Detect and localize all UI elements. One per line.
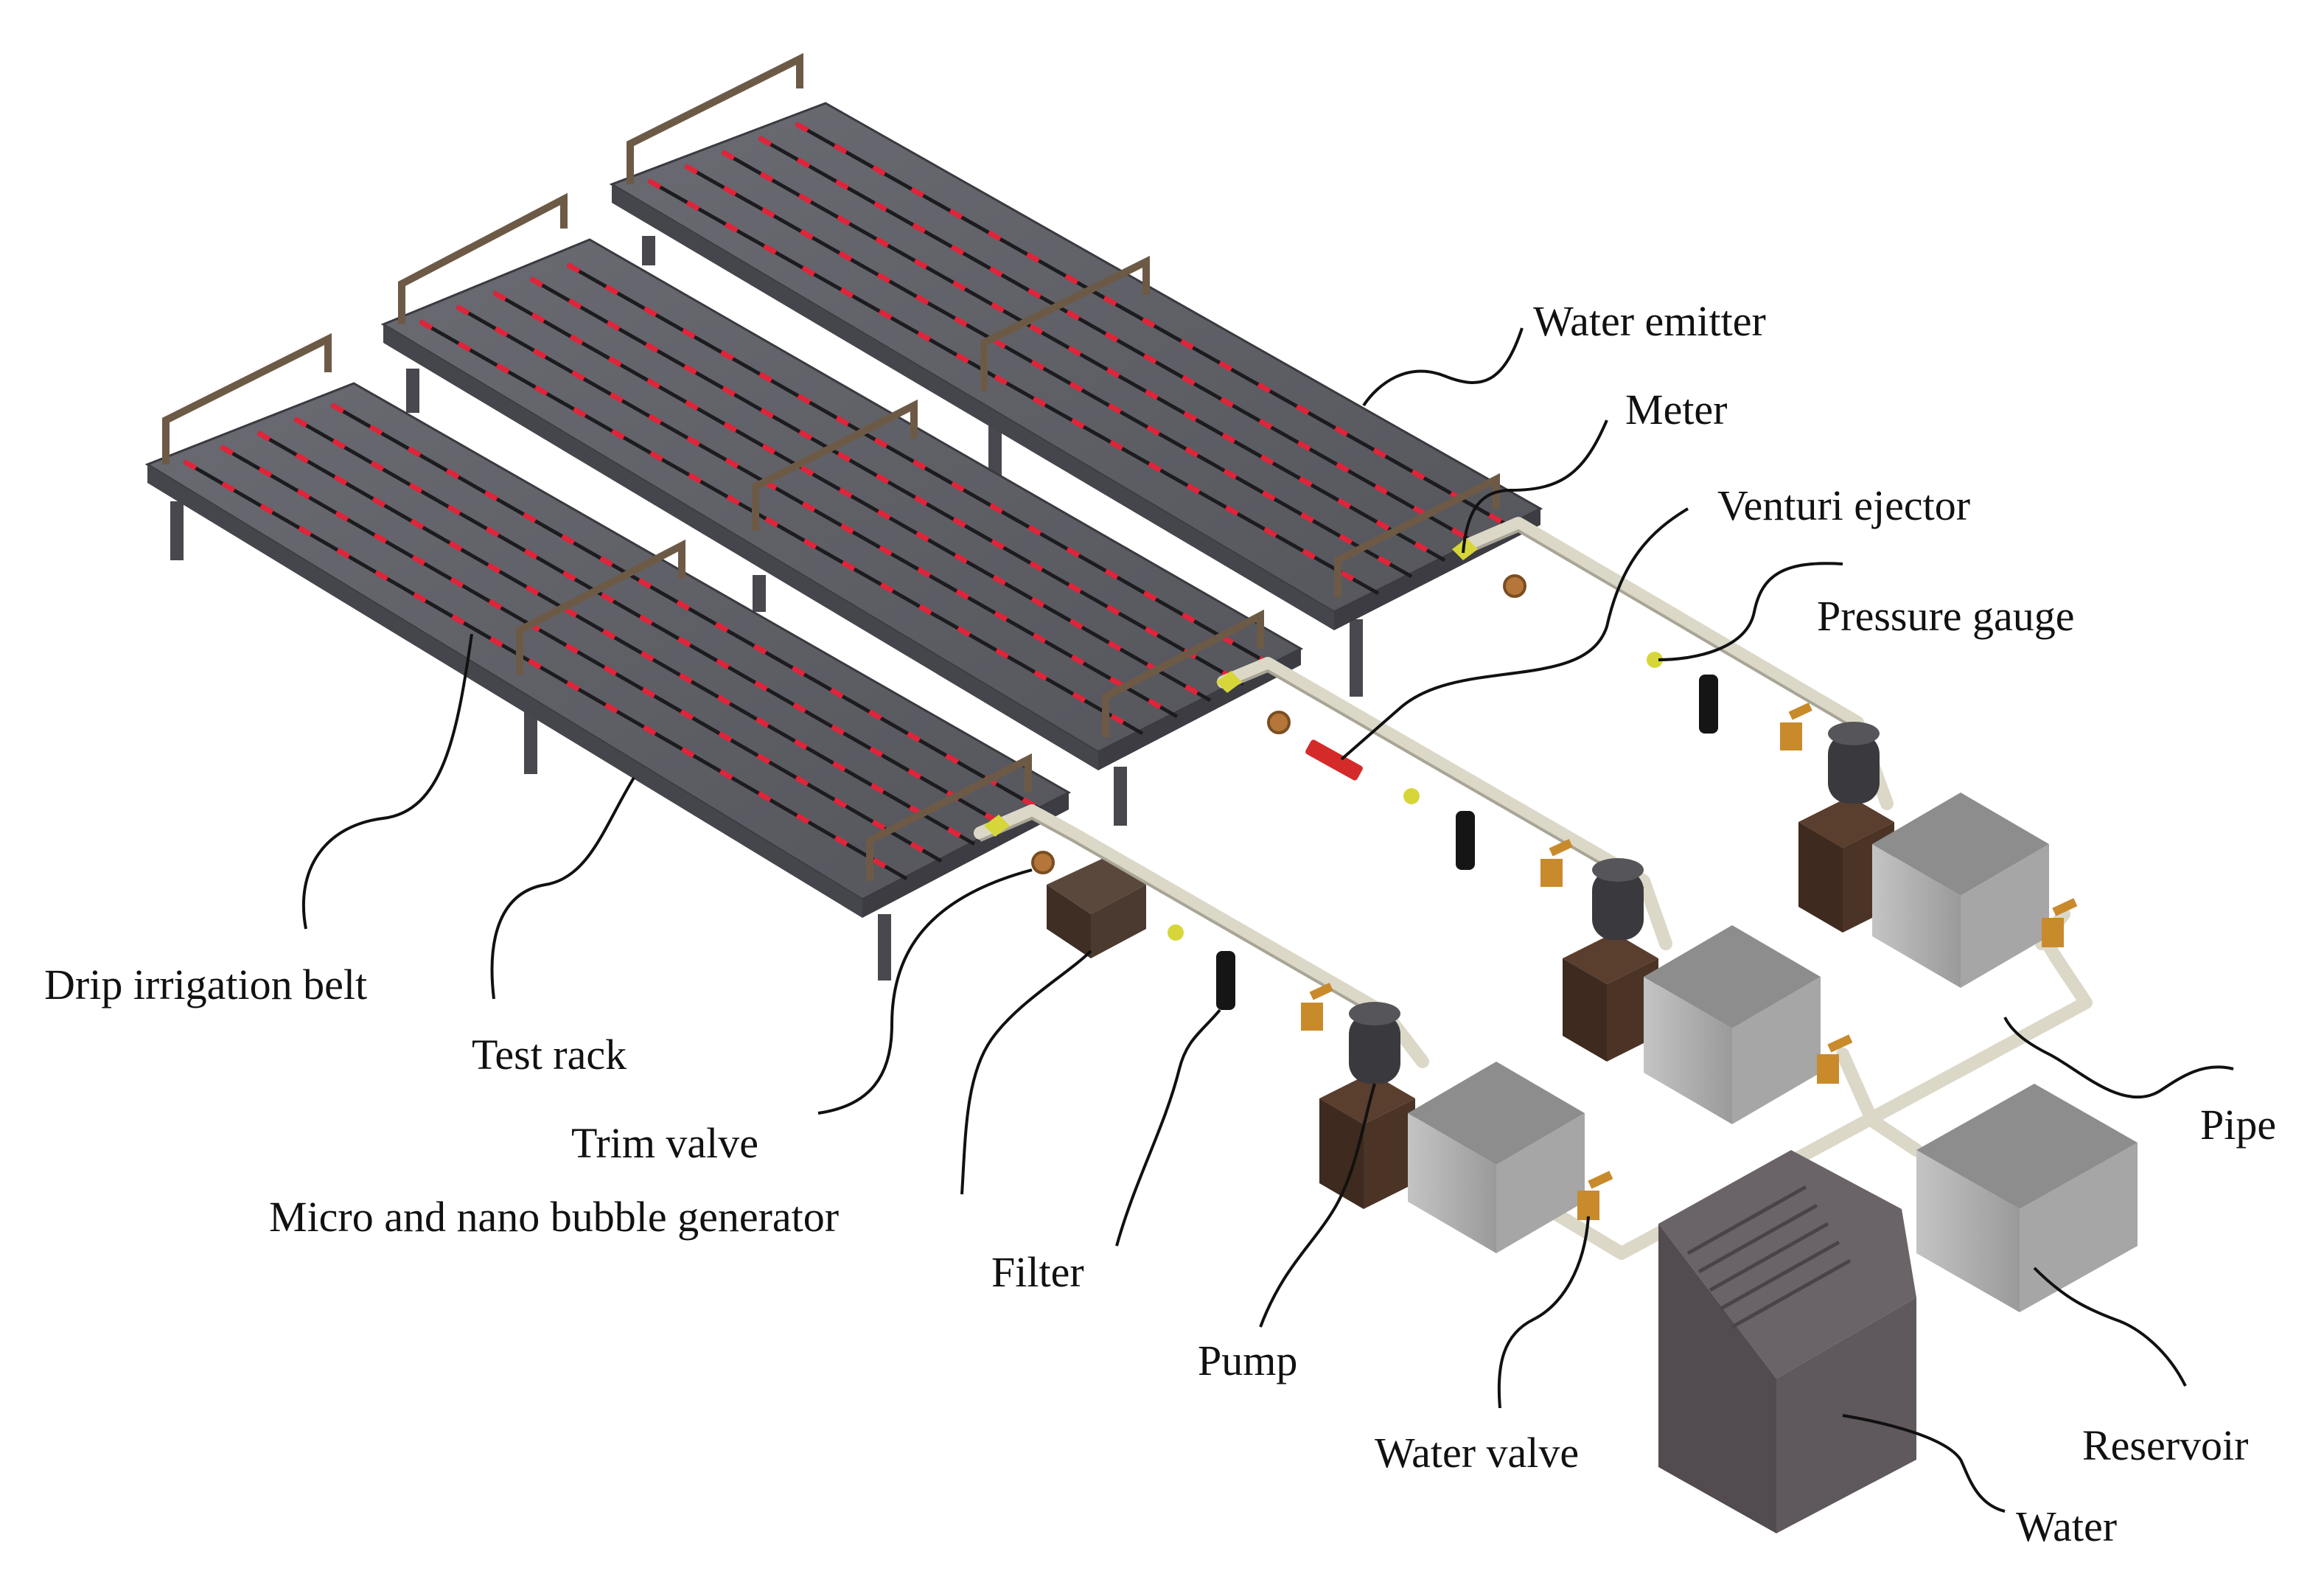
label-drip-irrigation-belt: Drip irrigation belt — [44, 961, 367, 1009]
water-valve — [1577, 1171, 1613, 1220]
leader-test-rack — [490, 776, 635, 1000]
water-valve — [1780, 702, 1812, 750]
rack-side — [383, 324, 1098, 770]
leader-micro-nano-bubble-generator — [960, 950, 1092, 1195]
label-filter: Filter — [991, 1248, 1084, 1296]
leader-water — [1842, 1414, 2006, 1513]
label-water: Water — [2016, 1502, 2117, 1550]
leader-meter — [1462, 419, 1608, 554]
rack-rails — [398, 192, 1264, 737]
pressure-gauge — [1403, 788, 1420, 804]
label-meter: Meter — [1625, 386, 1728, 433]
leader-venturi-ejector — [1340, 507, 1689, 761]
trim-valve — [1503, 574, 1526, 598]
label-pipe: Pipe — [2200, 1101, 2276, 1149]
water-valve — [1301, 982, 1333, 1031]
emitters — [419, 262, 1277, 736]
trim-valve — [1267, 711, 1291, 734]
venturi-ejector — [1305, 739, 1363, 781]
leader-drip-irrigation-belt — [301, 633, 473, 930]
rack-side — [147, 464, 862, 918]
labels: Water emitter Meter Venturi ejector Pres… — [44, 297, 2276, 1550]
leader-pump — [1259, 1083, 1376, 1328]
rack-legs — [170, 501, 891, 980]
label-micro-nano-bubble-generator: Micro and nano bubble generator — [269, 1193, 839, 1241]
reservoir — [1872, 792, 2049, 988]
water-valve — [1540, 838, 1573, 887]
water-valve — [2042, 898, 2078, 947]
leader-water-valve — [1497, 1216, 1590, 1409]
leader-water-emitter — [1362, 327, 1524, 407]
label-test-rack: Test rack — [472, 1031, 627, 1079]
rack-rails — [627, 52, 1500, 597]
line-2-components — [1216, 671, 1853, 1124]
micro-nano-bubble-generator — [1047, 859, 1146, 958]
line-1-components — [984, 815, 1613, 1253]
line-3-components — [1452, 538, 2078, 988]
reservoir — [1408, 1062, 1585, 1253]
filter — [1456, 811, 1475, 870]
emitters — [183, 402, 1042, 882]
rack-legs — [406, 369, 1127, 826]
water-unit-vents — [1686, 1185, 1852, 1329]
label-reservoir: Reservoir — [2082, 1421, 2249, 1469]
main-reservoir — [1916, 1084, 2138, 1312]
label-water-emitter: Water emitter — [1533, 297, 1766, 345]
leader-filter — [1115, 1009, 1221, 1247]
leader-lines — [301, 327, 2234, 1513]
pressure-gauge — [1647, 652, 1663, 668]
water-unit — [1658, 1150, 1916, 1533]
water-valve — [1817, 1034, 1853, 1084]
pump — [1319, 1002, 1415, 1209]
test-rack-back — [609, 52, 1543, 697]
pressure-gauge — [1168, 924, 1184, 941]
emitters — [647, 121, 1512, 596]
leader-pipe — [2003, 1017, 2234, 1099]
label-pump: Pump — [1198, 1337, 1297, 1384]
trim-valve — [1031, 851, 1055, 874]
leader-pressure-gauge — [1658, 562, 1843, 661]
label-water-valve: Water valve — [1375, 1429, 1579, 1477]
label-trim-valve: Trim valve — [571, 1119, 758, 1167]
test-rack-middle — [380, 192, 1304, 826]
leader-trim-valve — [817, 868, 1033, 1115]
meter — [1216, 671, 1242, 693]
filter — [1699, 675, 1718, 734]
label-pressure-gauge: Pressure gauge — [1817, 592, 2075, 640]
rack-side — [612, 184, 1334, 630]
rack-rails — [162, 332, 1032, 881]
meter — [1452, 538, 1478, 560]
filter — [1216, 951, 1235, 1010]
leader-reservoir — [2033, 1267, 2187, 1387]
label-venturi-ejector: Venturi ejector — [1717, 481, 1970, 529]
meter — [984, 815, 1010, 837]
reservoir — [1644, 925, 1821, 1124]
